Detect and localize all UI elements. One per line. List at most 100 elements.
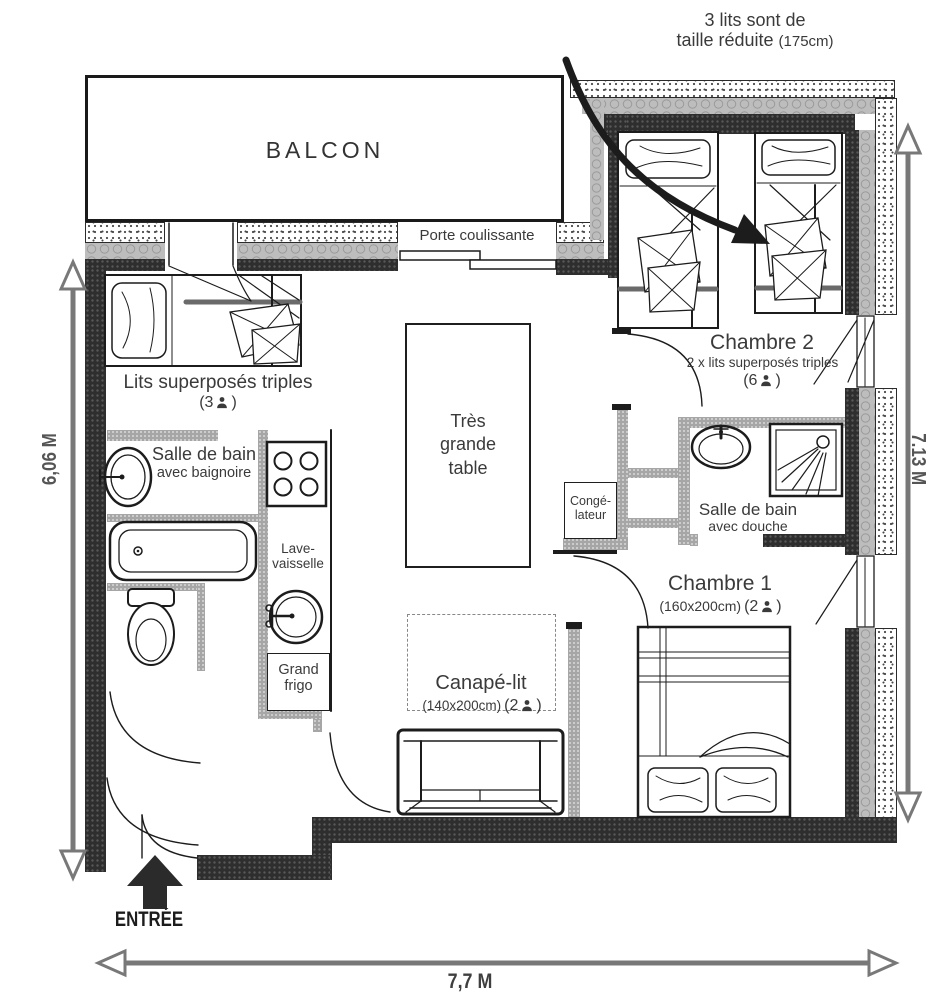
freezer-label: Congé- lateur	[565, 494, 616, 522]
wall-hex-layer	[590, 98, 604, 240]
triple-bunk-bed	[104, 274, 303, 367]
stove	[265, 440, 328, 508]
capacity-count: (3	[199, 394, 214, 411]
annotation-line2-small: (175cm)	[778, 33, 834, 51]
sofa-bed-footprint	[407, 614, 556, 711]
sliding-door-label: Porte coulissante	[419, 227, 535, 244]
bathroom-sink	[99, 446, 153, 508]
freezer-box	[564, 482, 617, 539]
annotation-note: 3 lits sont de taille réduite (175cm)	[630, 10, 880, 51]
partition-wall	[107, 514, 258, 522]
sofa-size-capacity: (140x200cm) (2 )	[412, 697, 552, 715]
wall-cap	[612, 328, 631, 334]
partition-wall	[690, 534, 698, 546]
partition-wall	[313, 719, 322, 732]
double-bed	[636, 625, 792, 819]
balcony-outline	[85, 75, 564, 222]
table-line3: table	[448, 457, 488, 478]
wall-insulation	[875, 388, 897, 555]
capacity-count: (2	[504, 697, 519, 714]
fridge-line1: Grand	[278, 662, 319, 678]
wall-segment	[85, 268, 106, 872]
bathtub	[108, 520, 258, 582]
sofa	[396, 728, 565, 816]
capacity-close: )	[775, 372, 781, 389]
wall-segment	[763, 534, 845, 547]
sofa-capacity-close: )	[536, 697, 542, 714]
wall-hex-layer	[859, 388, 875, 555]
wall-segment	[197, 855, 330, 880]
table-label: Très grande table	[405, 410, 531, 480]
capacity-count: (2	[744, 598, 759, 615]
bedroom2-subtitle: 2 x lits superposés triples	[686, 355, 839, 370]
bunk-bed-b	[754, 132, 843, 314]
wall-segment	[312, 817, 897, 843]
wall-segment	[608, 114, 626, 278]
partition-wall	[628, 468, 678, 478]
partition-wall	[568, 629, 580, 817]
freezer-line1: Congé-	[570, 494, 611, 508]
wall-insulation	[570, 80, 895, 98]
triple-bunk-label: Lits superposés triples	[123, 372, 313, 393]
bunk-bed-a	[617, 131, 719, 329]
bathroom2-line1: Salle de bain	[698, 500, 798, 519]
person-icon	[521, 699, 533, 712]
bed-size: (160x200cm)	[659, 598, 742, 615]
wall-insulation	[875, 628, 897, 833]
partition-wall	[107, 583, 205, 591]
wall-segment	[237, 259, 398, 271]
bedroom1-title: Chambre 1	[668, 572, 772, 595]
wall-hex-layer	[556, 243, 604, 259]
dimension-right-label: 7.13 M	[907, 433, 930, 486]
fridge-box	[267, 653, 330, 711]
entrance-label: ENTRÉE	[114, 908, 184, 931]
partition-wall	[617, 410, 628, 550]
partition-wall	[258, 709, 322, 719]
wall-cap	[566, 622, 582, 629]
wall-hex-layer	[85, 243, 165, 259]
bedroom2-title: Chambre 2	[710, 331, 814, 354]
dimension-arrow-left	[58, 258, 88, 882]
partition-wall	[617, 277, 628, 328]
wall-segment	[590, 114, 855, 134]
wall-insulation	[875, 98, 897, 315]
person-icon	[216, 396, 228, 409]
table-line2: grande	[439, 434, 497, 455]
dishwasher-line1: Lave-	[281, 541, 315, 556]
balcony-label: BALCON	[265, 137, 385, 163]
wall-insulation	[85, 222, 165, 243]
bedroom1-window	[815, 555, 875, 628]
person-icon	[761, 600, 773, 613]
fridge-label: Grand frigo	[268, 662, 329, 694]
bathroom2-line2: avec douche	[708, 518, 788, 534]
annotation-line2-wrap: taille réduite (175cm)	[630, 30, 880, 51]
dining-table	[405, 323, 531, 568]
partition-wall	[678, 417, 690, 545]
dimension-left-label: 6,06 M	[38, 433, 61, 486]
sofa-size: (140x200cm)	[422, 698, 502, 714]
partition-wall	[690, 417, 845, 428]
wall-insulation	[237, 222, 398, 243]
partition-wall	[258, 430, 268, 718]
fridge-line2: frigo	[284, 678, 313, 695]
capacity-count: (6	[743, 372, 758, 389]
sofa-title: Canapé-lit	[435, 672, 527, 694]
wall-cap	[612, 404, 631, 410]
triple-bunk-capacity: (3 )	[178, 394, 258, 412]
toilet	[127, 588, 175, 666]
sliding-door-symbol	[399, 250, 557, 270]
wall-hex-layer	[237, 243, 398, 259]
bathroom1-line1: Salle de bain	[151, 444, 257, 464]
wall-hex-layer	[859, 628, 875, 833]
capacity-close: )	[776, 598, 782, 615]
dishwasher-label: Lave- vaisselle	[268, 541, 328, 571]
wall-cap	[553, 550, 617, 554]
wall-hex-layer	[859, 130, 875, 315]
dishwasher-line2: vaisselle	[272, 556, 324, 572]
arrow-up-icon	[127, 855, 183, 909]
partition-wall	[107, 430, 218, 441]
dimension-bottom-label: 7,7 M	[447, 970, 493, 993]
partition-wall	[563, 538, 628, 550]
partition-wall	[197, 583, 205, 671]
freezer-line2: lateur	[574, 508, 607, 522]
